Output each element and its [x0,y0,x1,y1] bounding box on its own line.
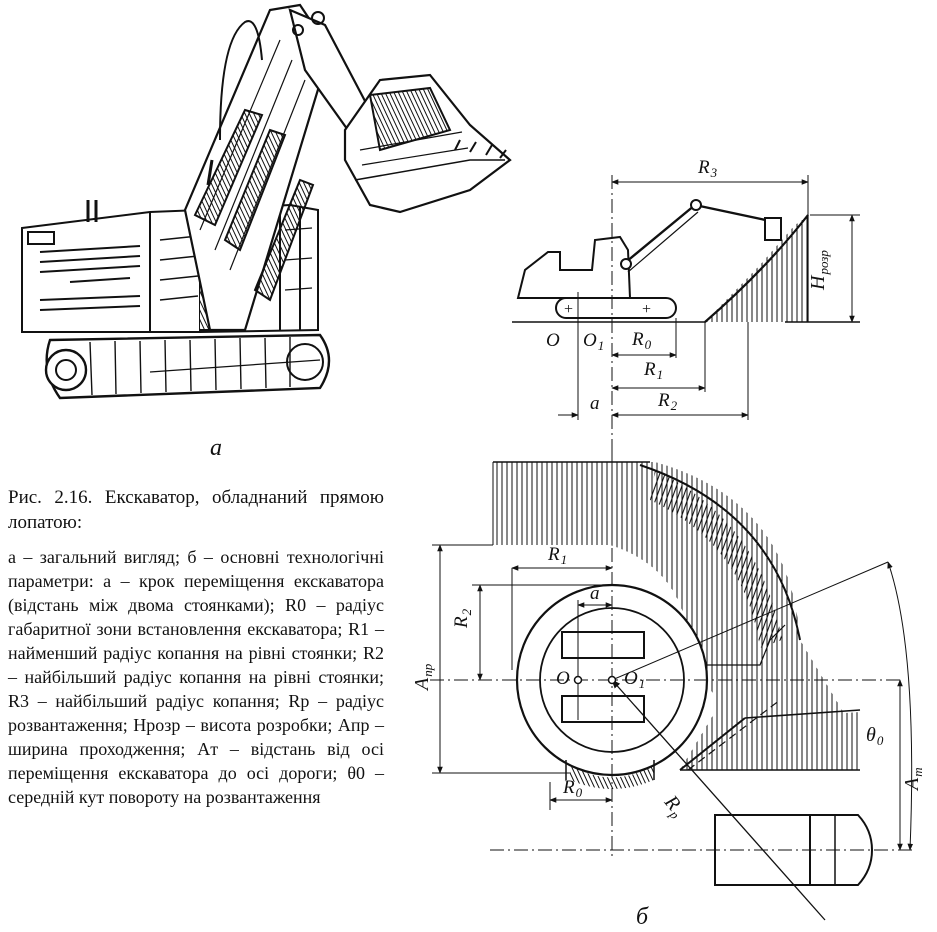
plan-theta-sub: 0 [876,733,884,748]
plan-r1-main: R [548,544,560,565]
plan-r0-main: R [563,777,575,798]
plan-label-o: O [556,668,570,689]
plan-label-theta: θ0 [866,725,883,747]
side-h-main: H [807,275,829,290]
side-label-r0: R0 [632,330,651,351]
panel-label-a: а [210,435,222,461]
plan-apr-sub: пр [420,663,435,677]
plan-r0-sub: 0 [575,785,583,800]
side-view-diagram: + + [512,175,860,452]
plan-label-at: Aт [901,767,925,790]
plan-at-sub: т [910,767,925,777]
side-r1-main: R [644,359,656,380]
figure-caption: Рис. 2.16. Екскаватор, обладнаний прямою… [8,485,384,809]
caption-description: а – загальний вигляд; б – основні технол… [8,547,384,807]
side-r3-main: R [698,157,710,178]
plan-r2-sub: 2 [459,608,474,616]
plan-theta-main: θ [866,724,876,746]
svg-text:+: + [642,301,651,318]
side-label-r2: R2 [658,391,677,412]
side-r0-main: R [632,329,644,350]
side-label-o1: O1 [583,331,604,352]
side-label-o: O [546,330,560,351]
svg-text:+: + [564,301,573,318]
plan-label-o1: O1 [624,669,645,690]
plan-at-main: A [901,777,923,790]
panel-label-b: б [636,904,649,930]
plan-view-diagram [430,452,914,921]
plan-r1-sub: 1 [560,552,568,567]
side-label-a: a [590,393,600,414]
side-label-r1: R1 [644,360,663,381]
plan-label-r2: R2 [451,608,474,628]
excavator-illustration [21,3,512,400]
side-label-h: Hрозр [807,250,831,290]
side-r2-main: R [658,390,670,411]
side-o1-sub: 1 [597,338,605,353]
plan-apr-main: A [411,677,433,690]
plan-label-r1: R1 [548,545,567,566]
side-r0-sub: 0 [644,337,652,352]
side-o1-main: O [583,330,597,351]
side-r1-sub: 1 [656,367,664,382]
plan-o1-main: O [624,668,638,689]
side-r3-sub: 3 [710,165,718,180]
side-r2-sub: 2 [670,398,678,413]
caption-title: Рис. 2.16. Екскаватор, обладнаний прямою… [8,487,384,533]
plan-o1-sub: 1 [638,676,646,691]
side-h-sub: розр [816,250,831,275]
plan-label-apr: Aпр [411,663,435,690]
plan-label-r0: R0 [563,778,582,799]
plan-label-a: a [590,583,600,604]
side-label-r3: R3 [698,158,717,179]
plan-r2-main: R [451,616,472,628]
